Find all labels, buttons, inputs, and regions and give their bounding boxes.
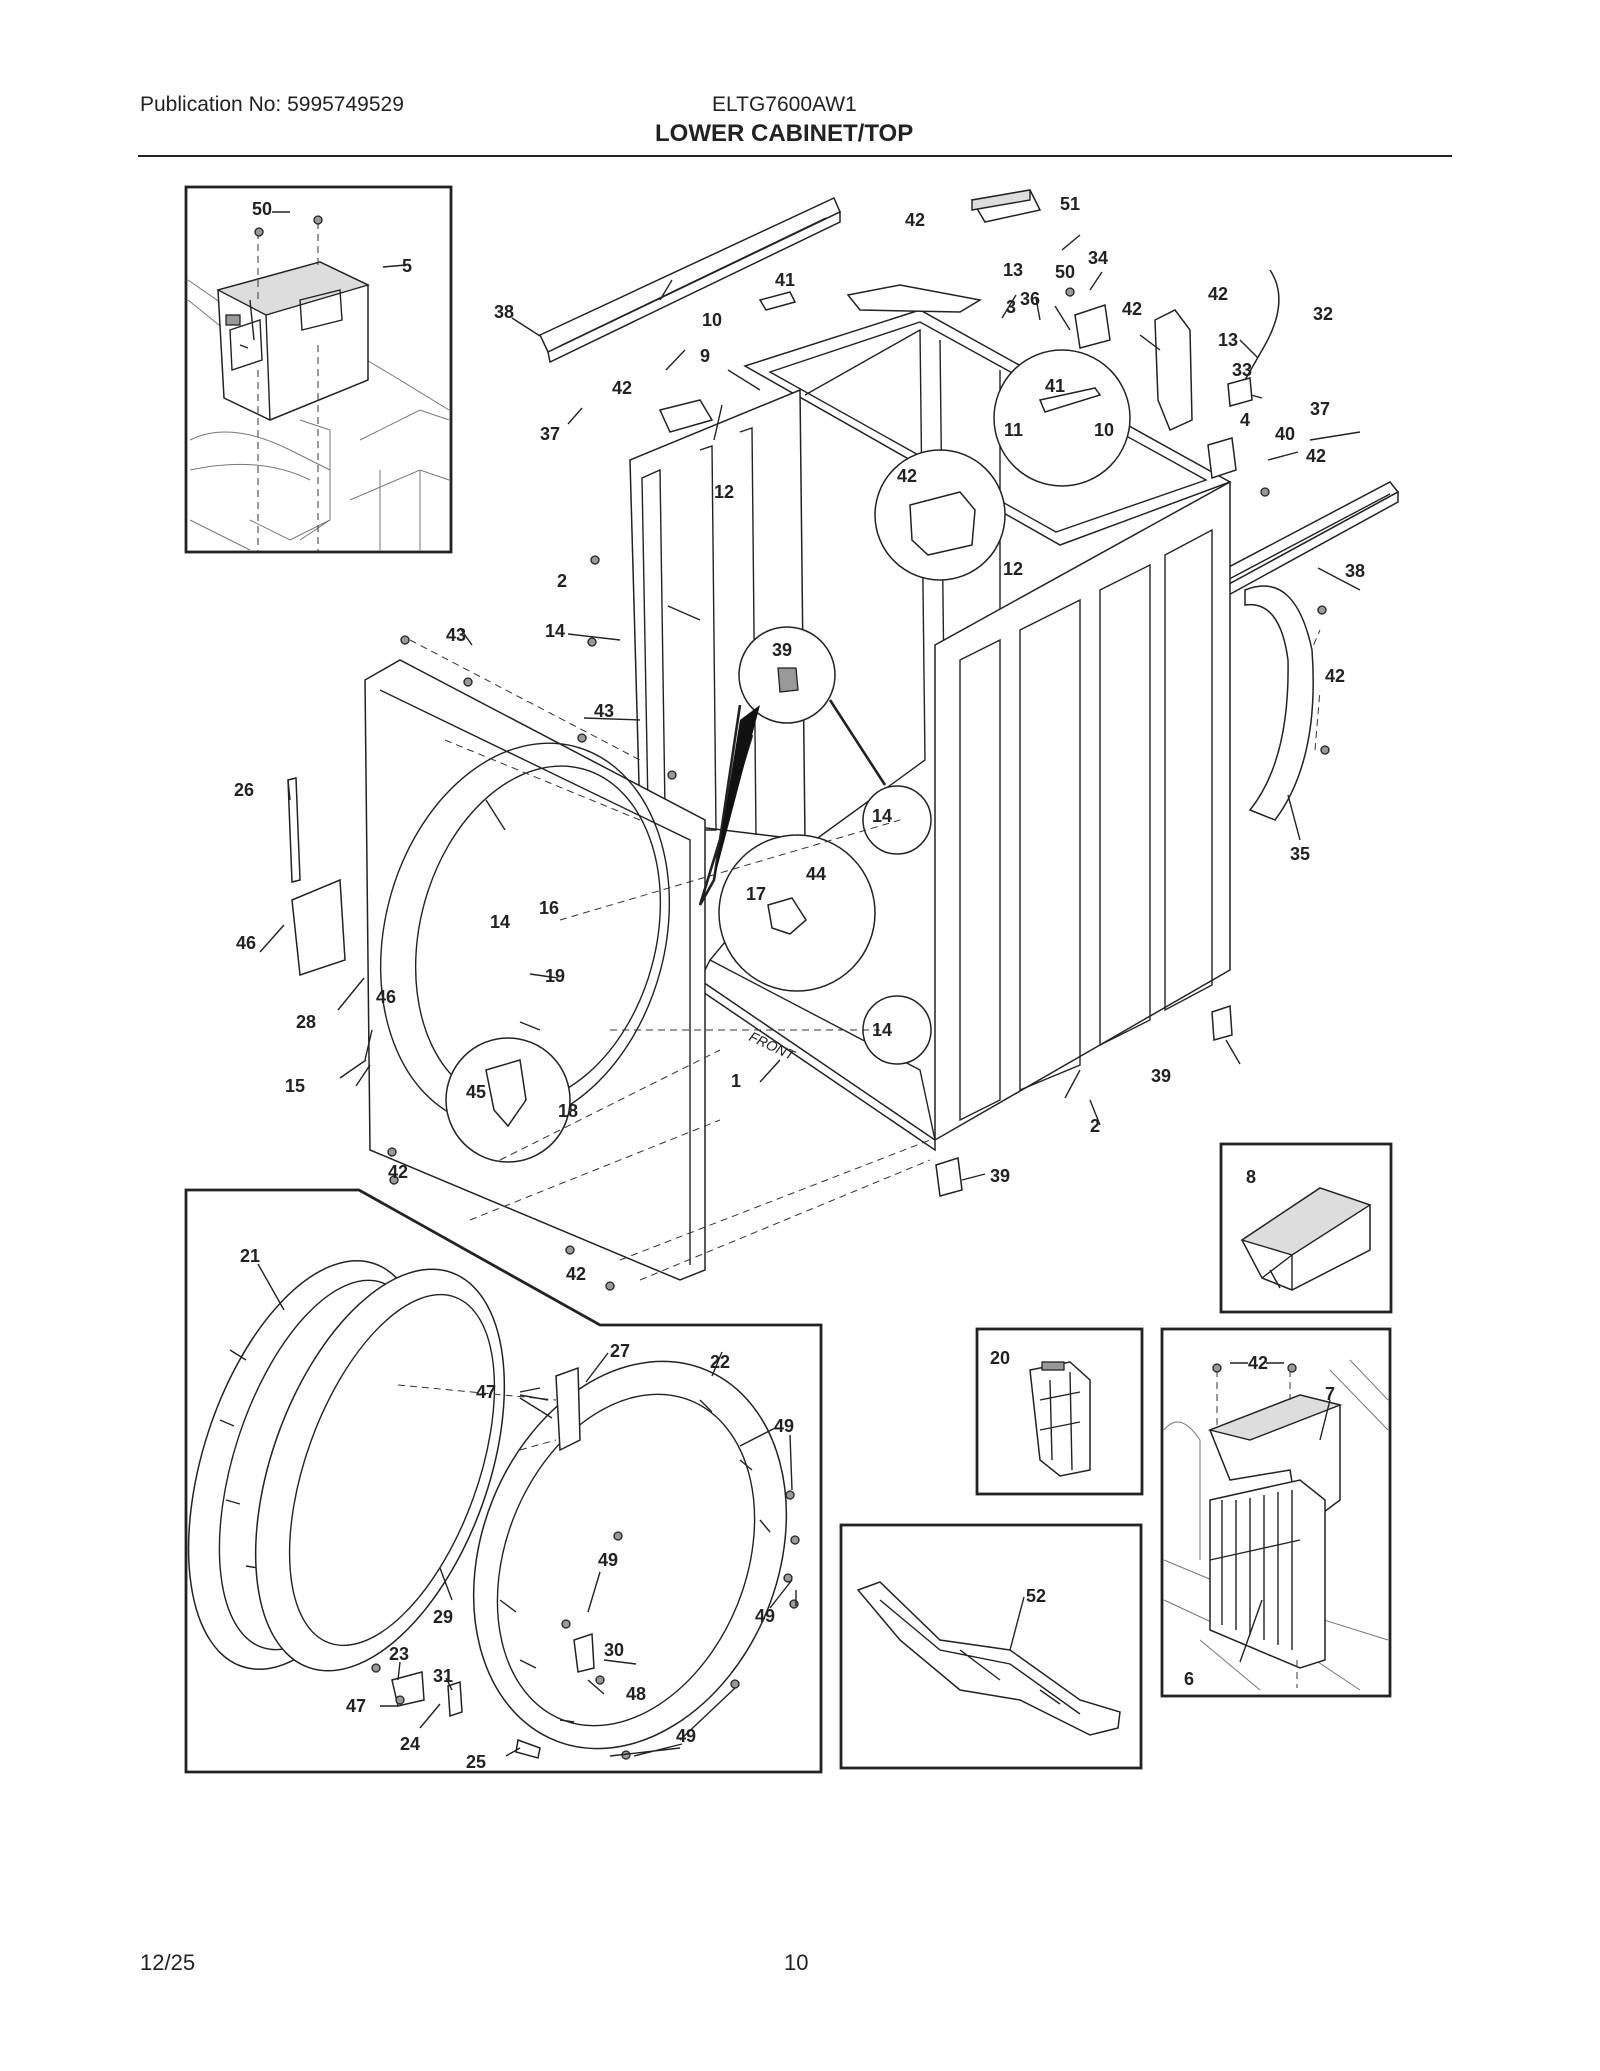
callout-39: 39 [990,1166,1010,1186]
callout-49: 49 [755,1606,775,1626]
callout-43: 43 [594,701,614,721]
footer-date: 12/25 [140,1950,196,1975]
callout-42: 42 [1325,666,1345,686]
callout-39: 39 [772,640,792,660]
callout-47: 47 [346,1696,366,1716]
model-number: ELTG7600AW1 [712,93,857,116]
callout-35: 35 [1290,844,1310,864]
callout-45: 45 [466,1082,486,1102]
callout-46: 46 [236,933,256,953]
callout-17: 17 [746,884,766,904]
callout-9: 9 [700,346,710,366]
callout-2: 2 [1090,1116,1100,1136]
callout-10: 10 [702,310,722,330]
callout-14: 14 [490,912,510,932]
callout-49: 49 [774,1416,794,1436]
callout-27: 27 [610,1341,630,1361]
callout-40: 40 [1275,424,1295,444]
callout-14: 14 [872,806,892,826]
page-title: LOWER CABINET/TOP [655,120,914,147]
callout-3: 3 [1006,297,1016,317]
callout-6: 6 [1184,1669,1194,1689]
callout-11: 11 [1004,420,1023,440]
callout-37: 37 [540,424,560,444]
callout-24: 24 [400,1734,420,1754]
callout-5: 5 [402,256,412,276]
callout-49: 49 [676,1726,696,1746]
callout-20: 20 [990,1348,1010,1368]
callout-42: 42 [612,378,632,398]
callout-46: 46 [376,987,396,1007]
callout-13: 13 [1003,260,1023,280]
callout-21: 21 [240,1246,260,1266]
callout-42: 42 [388,1162,408,1182]
callout-16: 16 [539,898,559,918]
callout-31: 31 [433,1666,453,1686]
callout-26: 26 [234,780,254,800]
inset-water-valve-area: 8 [1219,1142,1393,1314]
inset-control-board: 50 5 [184,185,453,554]
callout-28: 28 [296,1012,316,1032]
callout-18: 18 [558,1101,578,1121]
callout-34: 34 [1088,248,1108,268]
callout-4: 4 [1240,410,1250,430]
callout-29: 29 [433,1607,453,1627]
callout-50: 50 [1055,262,1075,282]
callout-37: 37 [1310,399,1330,419]
callout-15: 15 [285,1076,305,1096]
callout-42: 42 [566,1264,586,1284]
callout-25: 25 [466,1752,486,1772]
callout-10: 10 [1094,420,1114,440]
callout-39: 39 [1151,1066,1171,1086]
callout-1: 1 [731,1071,741,1091]
callout-12: 12 [714,482,734,502]
callout-30: 30 [604,1640,624,1660]
callout-41: 41 [775,270,795,290]
callout-52: 52 [1026,1586,1046,1606]
callout-38: 38 [494,302,514,322]
callout-51: 51 [1060,194,1080,214]
callout-2: 2 [557,571,567,591]
callout-42: 42 [905,210,925,230]
callout-42: 42 [1208,284,1228,304]
callout-48: 48 [626,1684,646,1704]
page-number: 10 [784,1950,809,1975]
callout-32: 32 [1313,304,1333,324]
callout-38: 38 [1345,561,1365,581]
callout-42: 42 [1122,299,1142,319]
callout-42: 42 [1306,446,1326,466]
inset-crossbar: 52 [839,1523,1143,1770]
header-rule [138,155,1452,157]
inset-cord-bracket: 20 [975,1327,1144,1496]
callout-50: 50 [252,199,272,219]
cabinet-assembly: FRONT [234,189,1400,1291]
callout-12: 12 [1003,559,1023,579]
publication-number: Publication No: 5995749529 [140,93,404,116]
callout-14: 14 [545,621,565,641]
callout-47: 47 [476,1382,496,1402]
callout-44: 44 [806,864,826,884]
callout-22: 22 [710,1352,730,1372]
callout-8: 8 [1246,1167,1256,1187]
callout-41: 41 [1045,376,1065,396]
callout-43: 43 [446,625,466,645]
callout-42: 42 [897,466,917,486]
callout-19: 19 [545,966,565,986]
callout-36: 36 [1020,289,1040,309]
callout-23: 23 [389,1644,409,1664]
callout-7: 7 [1325,1384,1335,1404]
callout-42: 42 [1248,1353,1268,1373]
callout-13: 13 [1218,330,1238,350]
callout-49: 49 [598,1550,618,1570]
callout-14: 14 [872,1020,892,1040]
inset-thermostat-bracket: 42 7 6 [1160,1327,1392,1698]
callout-33: 33 [1232,360,1252,380]
inset-door-assembly: 21 29 27 22 49 49 49 49 47 47 23 24 25 3… [184,1188,823,1774]
